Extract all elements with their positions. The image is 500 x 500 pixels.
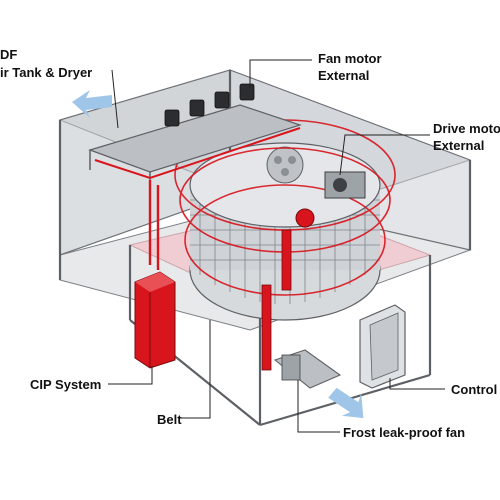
label-fan-motor-external: External	[318, 68, 369, 83]
label-drive-motor-external: External	[433, 138, 484, 153]
label-fan-motor: Fan motor	[318, 51, 382, 66]
label-cip-system: CIP System	[30, 377, 101, 392]
label-drive-motor: Drive moto	[433, 121, 500, 136]
leader-lines	[108, 59, 445, 433]
label-df: DF	[0, 47, 17, 62]
label-belt: Belt	[157, 412, 182, 427]
upper-conveyor	[88, 104, 302, 190]
label-control: Control p	[451, 382, 500, 397]
air-out-arrow	[72, 90, 112, 118]
label-air-tank: ir Tank & Dryer	[0, 65, 92, 80]
frost-fan-red	[261, 208, 315, 371]
control-panel	[359, 304, 406, 389]
drum-top-fan	[266, 146, 304, 184]
lower-conveyor	[273, 349, 342, 389]
label-frost-fan: Frost leak-proof fan	[343, 425, 465, 440]
red-piping	[148, 180, 160, 270]
drive-motor	[324, 171, 366, 199]
cip-tank	[134, 271, 176, 369]
air-in-arrow	[328, 387, 364, 419]
